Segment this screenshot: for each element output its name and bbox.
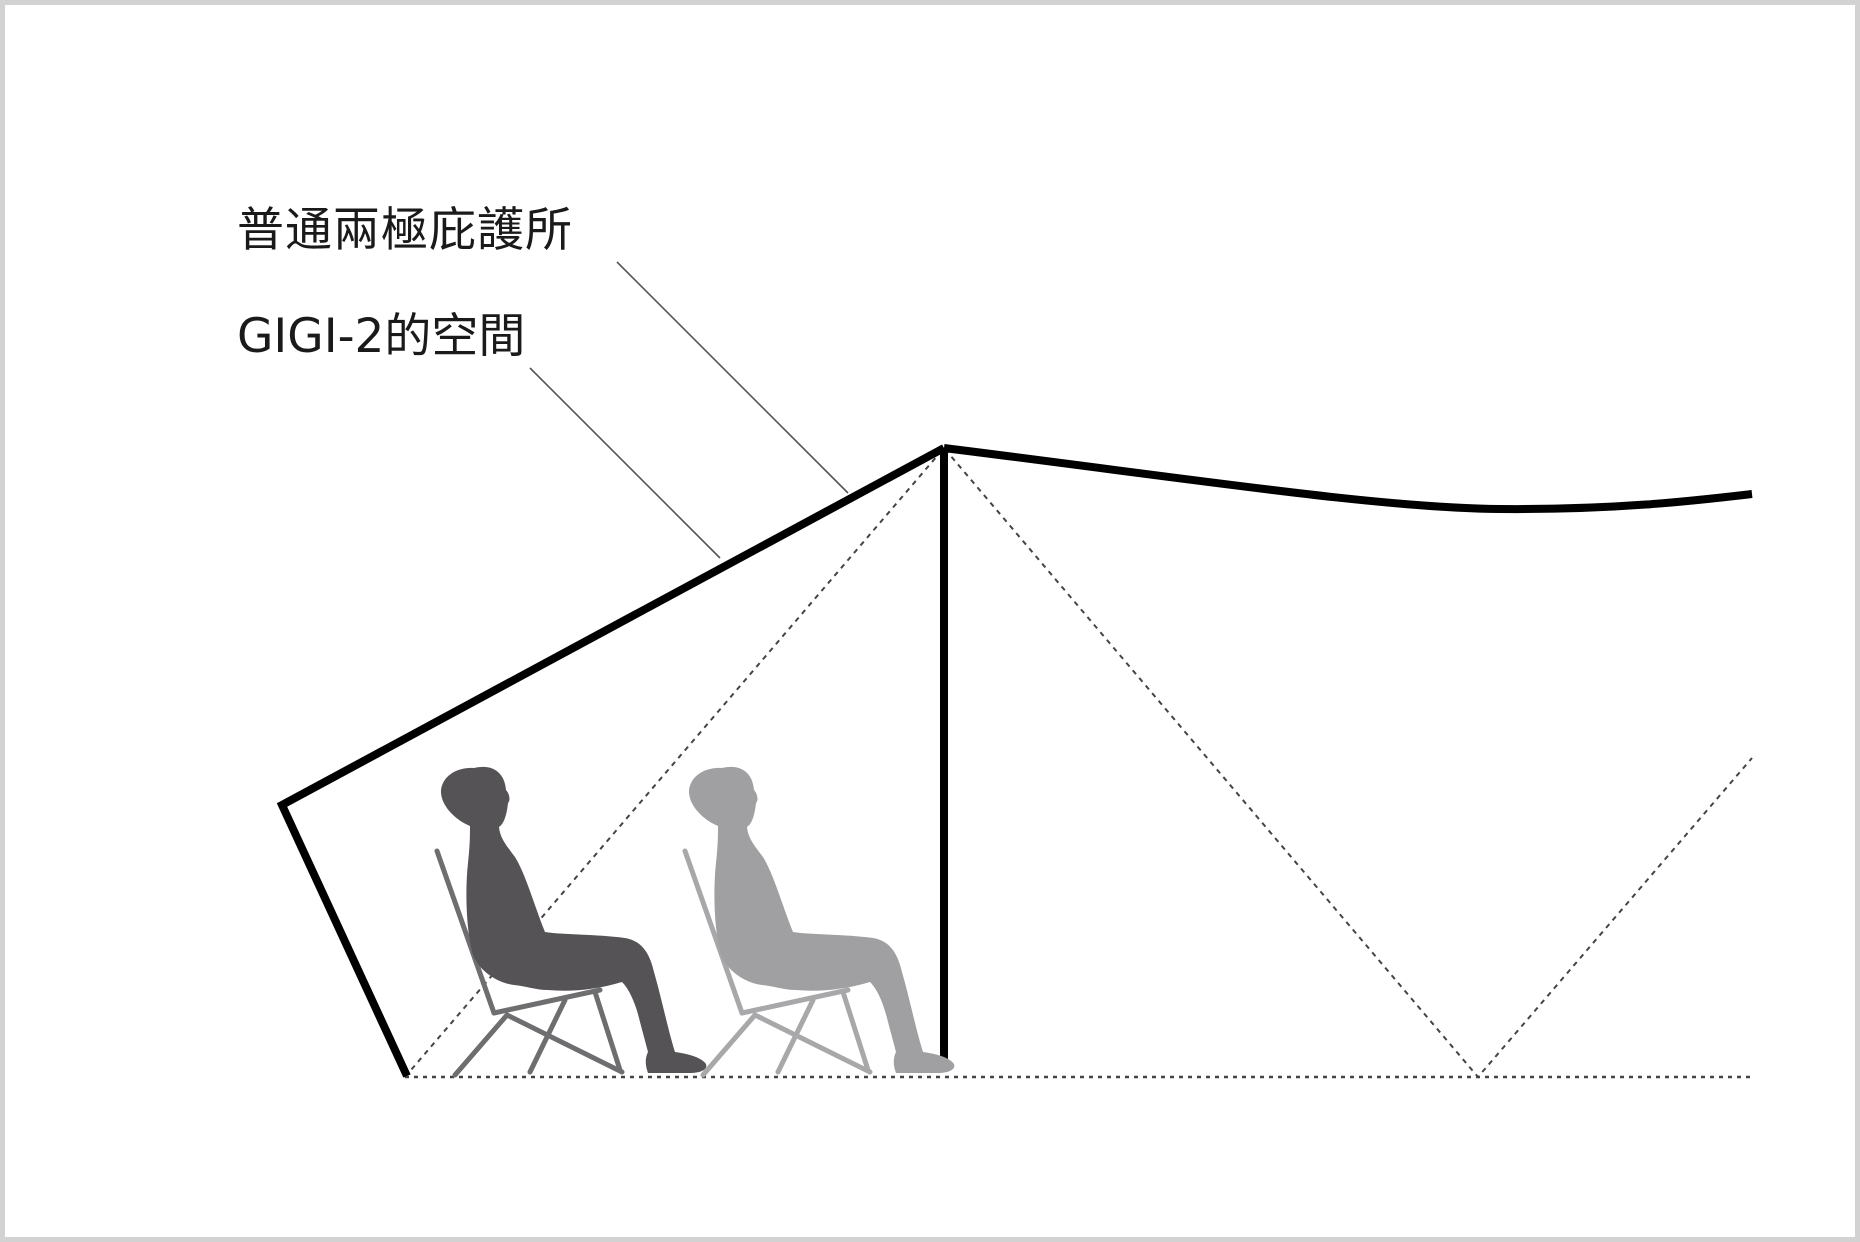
label-standard-shelter: 普通兩極庇護所 (237, 203, 573, 258)
chair-dark (434, 848, 625, 1078)
seated-person-light (688, 766, 955, 1073)
gigi-tent-front-outline (276, 444, 946, 1078)
gigi-tent-ridge (943, 444, 1753, 514)
leader-line-standard-shelter (616, 261, 849, 494)
leader-line-gigi-space (529, 367, 721, 559)
seated-person-dark (440, 766, 707, 1073)
standard-shelter-outline (404, 446, 1753, 1079)
chair-light (682, 848, 873, 1078)
label-gigi-space: GIGI-2的空間 (237, 309, 526, 364)
